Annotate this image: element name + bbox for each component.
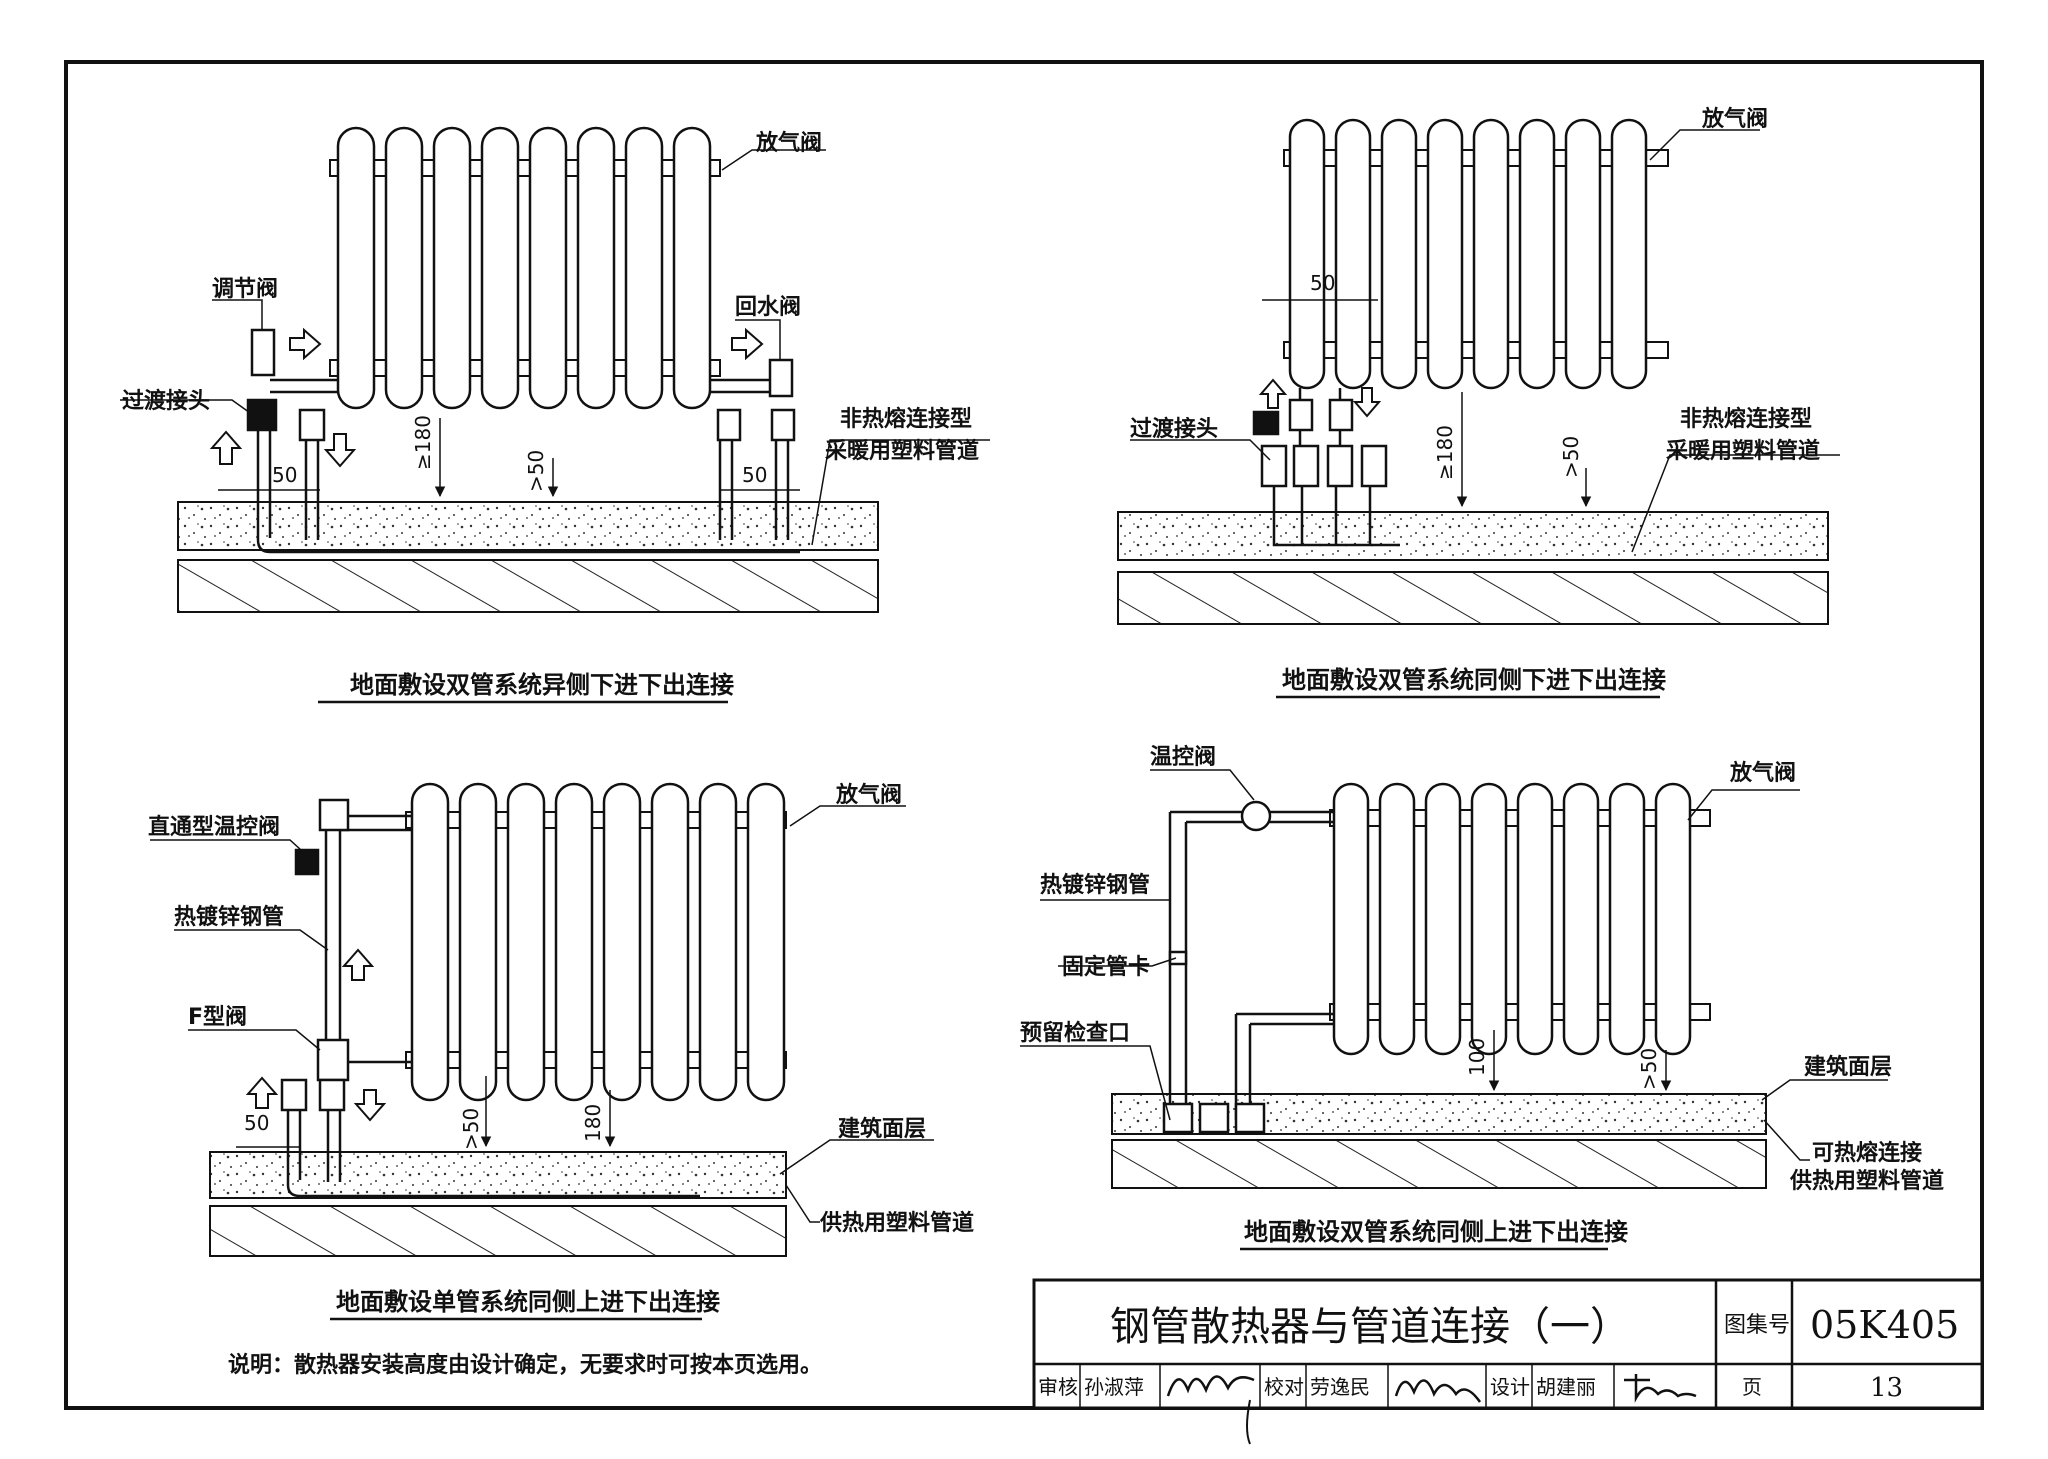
caption: 地面敷设单管系统同侧上进下出连接	[336, 1288, 720, 1316]
dim-height: 180	[581, 1104, 605, 1142]
dim-height: ≥180	[1433, 425, 1457, 480]
dim-clear: >50	[524, 450, 548, 492]
floor-layer	[177, 501, 879, 551]
pipe-type-label-2: 采暖用塑料管道	[825, 438, 979, 464]
return-valve-label: 回水阀	[735, 295, 801, 320]
dim-height: ≥180	[411, 415, 435, 470]
slab	[1111, 1139, 1767, 1189]
floor-layer-label: 建筑面层	[838, 1116, 926, 1142]
designer-name: 胡建丽	[1536, 1375, 1596, 1399]
floor-layer	[1117, 511, 1829, 561]
atlas-label: 图集号	[1724, 1313, 1790, 1338]
reviewer-signature	[1166, 1375, 1255, 1397]
slab	[1117, 571, 1829, 625]
caption: 地面敷设双管系统同侧下进下出连接	[1282, 666, 1666, 694]
dim-clear: >50	[1637, 1048, 1661, 1090]
f-valve-label: F型阀	[188, 1005, 247, 1030]
dim-clear: >50	[459, 1108, 483, 1150]
designer-signature	[1624, 1374, 1697, 1403]
pipe-type-label-1: 可热熔连接	[1812, 1140, 1922, 1166]
steel-pipe-label: 热镀锌钢管	[1040, 872, 1150, 898]
proofer-signature	[1394, 1379, 1482, 1403]
inspect-door-label: 预留检查口	[1020, 1020, 1130, 1046]
review-label: 审核	[1038, 1375, 1078, 1399]
clamp-label: 固定管卡	[1062, 954, 1150, 980]
thermo-valve-label: 温控阀	[1150, 744, 1216, 770]
atlas-number: 05K405	[1810, 1303, 1959, 1347]
vent-label: 放气阀	[755, 130, 822, 156]
vent-label: 放气阀	[1701, 106, 1768, 132]
radiator	[405, 782, 787, 1102]
dim-gap-left: 50	[272, 463, 297, 487]
page-number: 13	[1870, 1373, 1903, 1403]
pipes	[246, 328, 800, 554]
design-label: 设计	[1490, 1375, 1530, 1399]
pipe-type-label-2: 采暖用塑料管道	[1666, 438, 1820, 464]
radiator	[329, 126, 721, 410]
drawing-2: 放气阀 过渡接头 非热熔连接型 采暖用塑料管道 50 ≥180 >50 地面敷设…	[1117, 106, 1840, 699]
caption: 地面敷设双管系统异侧下进下出连接	[350, 671, 734, 699]
pipes	[1162, 800, 1334, 1134]
vent-label: 放气阀	[1729, 760, 1796, 786]
floor-layer	[209, 1151, 787, 1199]
note-text: 说明：散热器安装高度由设计确定，无要求时可按本页选用。	[228, 1352, 822, 1378]
adapter-label: 过渡接头	[1130, 416, 1218, 442]
floor-layer-label: 建筑面层	[1804, 1054, 1892, 1080]
steel-pipe-label: 热镀锌钢管	[174, 904, 284, 930]
proofer-name: 劳逸民	[1310, 1375, 1370, 1399]
slab	[177, 559, 879, 613]
pipe-type-label-1: 非热熔连接型	[1680, 406, 1812, 432]
flow-arrows	[245, 948, 387, 1122]
pipes	[1252, 388, 1400, 547]
flow-arrows	[1258, 378, 1382, 418]
pipe-type-label-1: 非热熔连接型	[840, 406, 972, 432]
dim-height: 100	[1465, 1038, 1489, 1076]
slab	[209, 1205, 787, 1257]
dim-gap-right: 50	[742, 463, 767, 487]
sheet-title: 钢管散热器与管道连接（一）	[1110, 1304, 1630, 1350]
adjust-valve-label: 调节阀	[212, 277, 278, 302]
drawing-4: 温控阀 放气阀 热镀锌钢管 固定管卡 预留检查口 建筑面层 可热熔连接 供热用塑…	[1020, 744, 1944, 1251]
radiator	[1283, 118, 1669, 390]
radiator	[1329, 782, 1711, 1056]
dim-gap: 50	[1310, 271, 1335, 295]
adapter-label: 过渡接头	[122, 388, 210, 414]
pipe-type-label-2: 供热用塑料管道	[1789, 1168, 1944, 1194]
flow-arrows	[209, 327, 764, 468]
title-block: 钢管散热器与管道连接（一） 图集号 05K405 审核 孙淑萍 校对 劳逸民 设…	[1032, 1278, 1984, 1445]
dim-clear: >50	[1559, 436, 1583, 478]
reviewer-name: 孙淑萍	[1084, 1375, 1144, 1399]
vent-label: 放气阀	[835, 782, 902, 808]
drawing-1: 放气阀 调节阀 回水阀 过渡接头 非热熔连接型 采暖用塑料管道 50 50 ≥1…	[120, 126, 990, 704]
caption: 地面敷设双管系统同侧上进下出连接	[1244, 1218, 1628, 1246]
supply-pipe-label: 供热用塑料管道	[819, 1210, 974, 1236]
dim-gap: 50	[244, 1111, 269, 1135]
thermo-valve-label: 直通型温控阀	[148, 814, 280, 840]
sheet-border	[64, 60, 1984, 1410]
drawing-3: 放气阀 直通型温控阀 热镀锌钢管 F型阀 建筑面层 供热用塑料管道 50 >50…	[148, 782, 974, 1321]
page-label: 页	[1742, 1375, 1762, 1399]
pipes	[280, 798, 700, 1198]
proof-label: 校对	[1264, 1375, 1304, 1399]
